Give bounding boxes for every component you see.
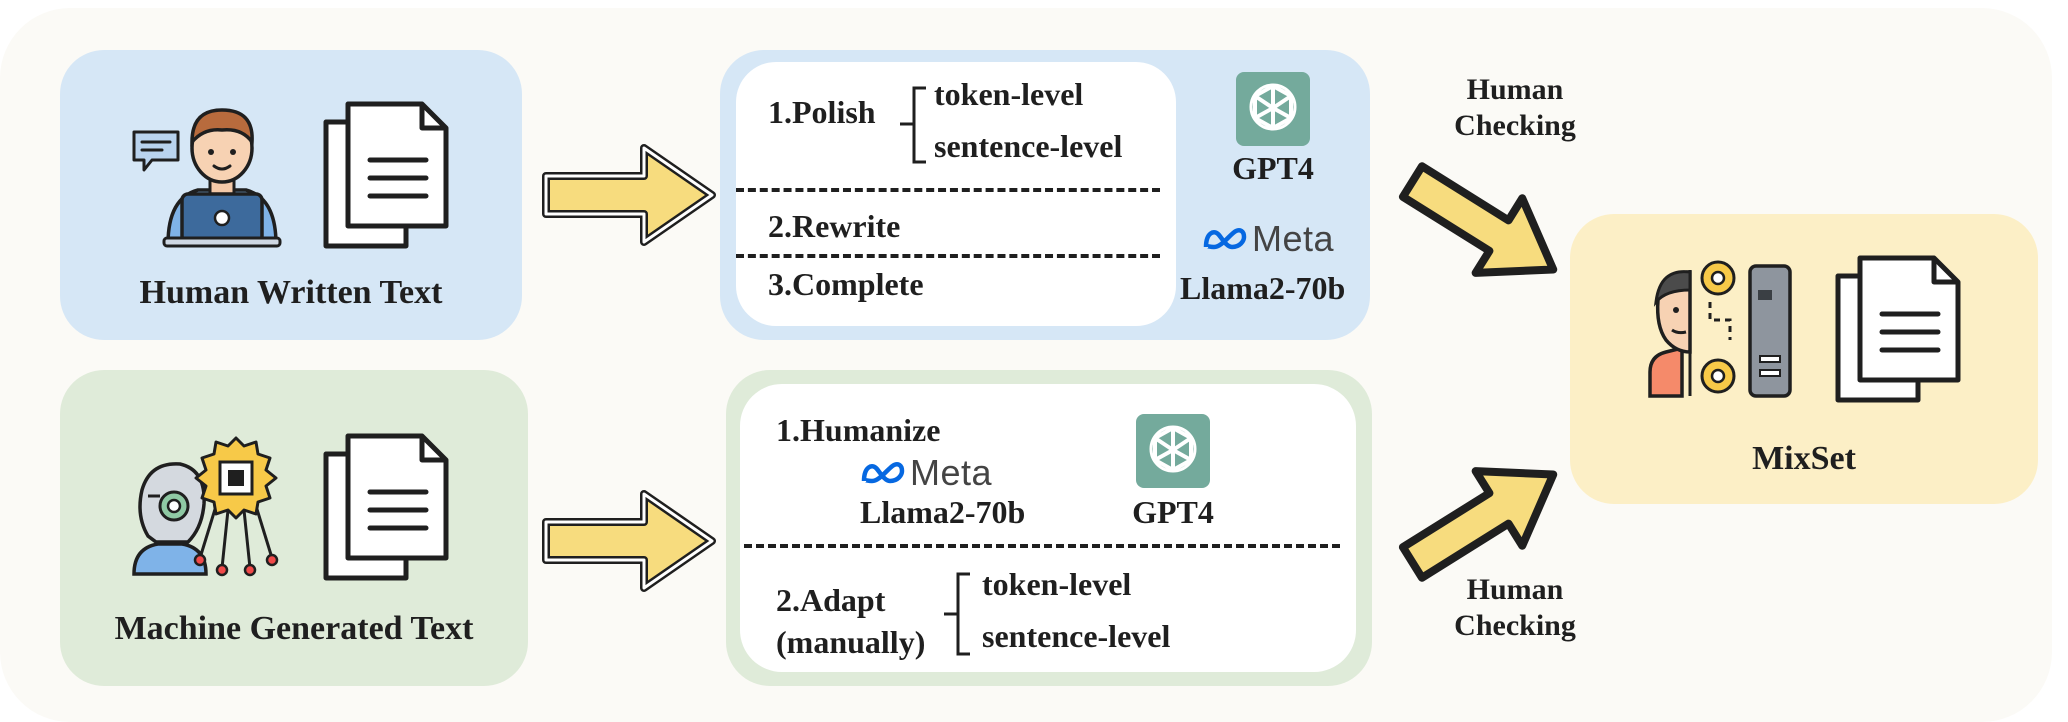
human-robot-half-icon — [1648, 260, 1792, 398]
llama-label: Llama2-70b — [860, 494, 1026, 530]
adapt-manually-label: (manually) — [776, 624, 926, 660]
humanize-label: 1.Humanize — [776, 412, 941, 448]
block-arrow-icon — [1398, 162, 1558, 277]
robot-head-icon — [132, 462, 208, 576]
machine-text-label: Machine Generated Text — [114, 610, 474, 647]
meta-logo-icon — [861, 462, 905, 484]
meta-logo: Meta — [1202, 218, 1334, 260]
human-checking-label-lower: Human Checking — [1440, 572, 1590, 644]
human-label: Human — [1466, 73, 1564, 106]
openai-logo-icon — [1136, 414, 1210, 488]
rewrite-label: 2.Rewrite — [768, 208, 901, 244]
adapt-token-level: token-level — [982, 566, 1132, 602]
divider-line — [736, 254, 1160, 258]
llama-label: Llama2-70b — [1180, 270, 1346, 306]
document-icon — [1835, 255, 1961, 403]
document-icon — [323, 433, 449, 581]
complete-label: 3.Complete — [768, 266, 924, 302]
document-icon — [323, 101, 449, 249]
meta-wordmark: Meta — [1252, 218, 1335, 259]
block-arrow-icon — [542, 144, 716, 246]
upper-operations-card — [736, 62, 1176, 326]
openai-logo-icon — [1236, 72, 1310, 146]
divider-line — [736, 188, 1160, 192]
meta-wordmark: Meta — [910, 452, 993, 493]
polish-sentence-level: sentence-level — [934, 128, 1123, 164]
divider-line — [744, 544, 1340, 548]
meta-logo: Meta — [860, 452, 992, 494]
human-label: Human — [1466, 573, 1564, 606]
lower-operations-card — [740, 384, 1356, 672]
block-arrow-icon — [1398, 467, 1558, 582]
meta-logo-icon — [1203, 228, 1247, 250]
adapt-sentence-level: sentence-level — [982, 618, 1171, 654]
person-laptop-icon — [162, 108, 282, 248]
human-checking-label-upper: Human Checking — [1440, 72, 1590, 144]
human-text-label: Human Written Text — [139, 274, 443, 311]
adapt-label: 2.Adapt — [776, 582, 886, 618]
block-arrow-icon — [542, 490, 716, 592]
mixset-label: MixSet — [1752, 440, 1856, 477]
gpt4-label: GPT4 — [1132, 494, 1214, 530]
gpt4-label: GPT4 — [1232, 150, 1314, 186]
chip-gear-icon — [193, 436, 279, 577]
machine-text-panel — [60, 370, 528, 686]
checking-label: Checking — [1454, 109, 1576, 142]
adapt-bracket — [944, 572, 970, 656]
polish-token-level: token-level — [934, 76, 1084, 112]
polish-label: 1.Polish — [768, 94, 876, 130]
polish-bracket — [900, 86, 926, 164]
chat-bubble-icon — [132, 130, 180, 172]
checking-label: Checking — [1454, 609, 1576, 642]
